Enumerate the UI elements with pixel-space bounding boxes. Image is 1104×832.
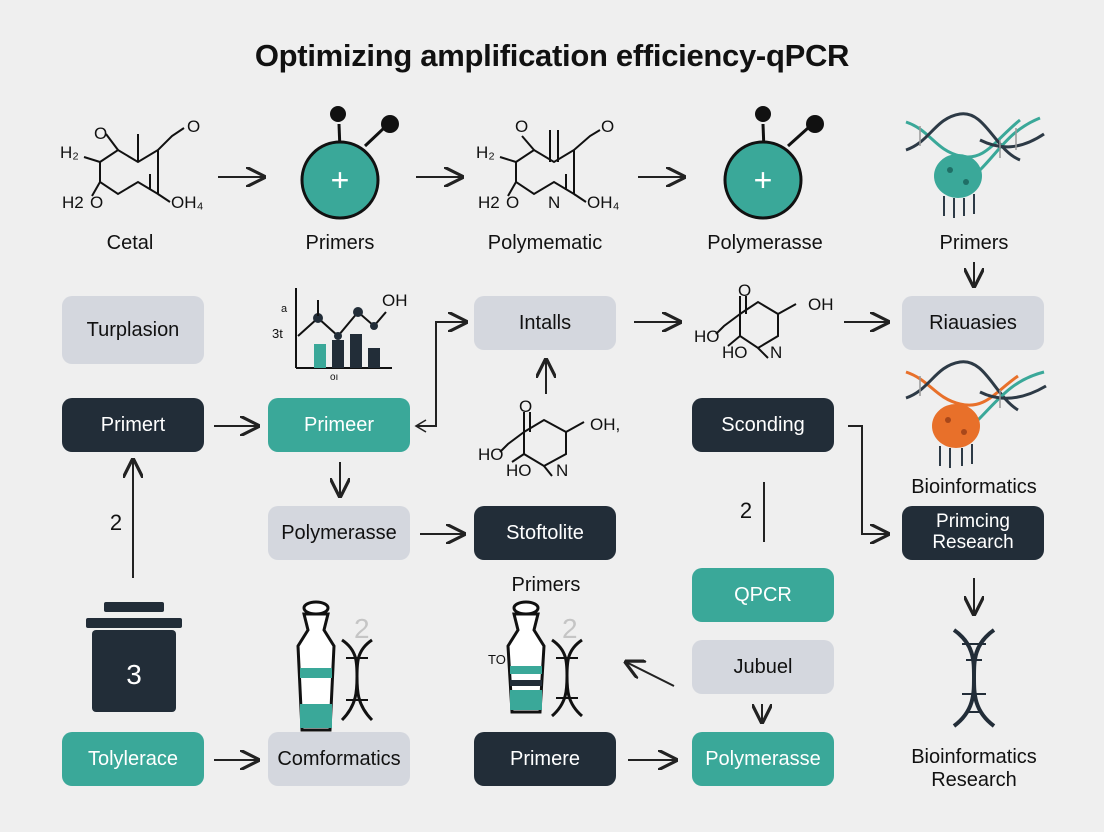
chem3-atom-n: N (770, 343, 782, 362)
chem2-atom-n: N (548, 193, 560, 212)
mini-dot-4 (370, 322, 378, 330)
chem4-atom-ho1: HO (478, 445, 504, 464)
box-sconding: Sconding (692, 398, 834, 452)
chem1-atom-o1: O (90, 193, 103, 212)
box-comformatics: Comformatics (268, 732, 410, 786)
box-primert: Primert (62, 398, 204, 452)
label-polymerasse: Polymerasse (707, 232, 823, 254)
label-primers-2: Primers (939, 232, 1009, 254)
chem2-atom-h2b: H2 (478, 193, 500, 212)
chem2-atom-h2: H₂ (476, 143, 495, 162)
label-polymematic: Polymematic (487, 232, 603, 254)
mini-bar-3 (350, 334, 362, 368)
mini-dot-1 (313, 313, 323, 323)
diagram-title: Optimizing amplification efficiency-qPCR (254, 38, 850, 73)
tube-number-2: 2 (562, 613, 578, 644)
chem3-atom-ho2: HO (722, 343, 748, 362)
chem-structure-1 (83, 127, 185, 203)
label-bioinformatics: Bioinformatics (911, 476, 1037, 498)
box-jubuel: Jubuel (692, 640, 834, 694)
box-qpcr: QPCR (692, 568, 834, 622)
mini-bar-2 (332, 340, 344, 368)
label-primers-mid: Primers (511, 574, 581, 596)
mini-tick-3: oı (330, 372, 338, 383)
mini-dot-3 (353, 307, 363, 317)
box-tolylerace: Tolylerace (62, 732, 204, 786)
label-bioinformatics-research: Bioinformatics Research (911, 746, 1037, 791)
box-stoftolite: Stoftolite (474, 506, 616, 560)
label-primers-1: Primers (305, 232, 375, 254)
chem-structure-3 (715, 296, 797, 359)
box-polymerasse-bottom: Polymerasse (692, 732, 834, 786)
chem4-atom-oh: OH, (590, 415, 620, 434)
primers-icon (300, 106, 399, 220)
chem3-atom-ho1: HO (694, 327, 720, 346)
tube-dna-icon-1 (296, 600, 374, 732)
chem1-atom-h2: H₂ (60, 143, 79, 162)
chem1-atom-o2: O (187, 117, 200, 136)
polymerase-icon (723, 106, 824, 220)
tube-number-1: 2 (354, 613, 370, 644)
mini-dot-2 (334, 332, 342, 340)
number-two-mid: 2 (739, 498, 753, 523)
box-primeer: Primeer (268, 398, 410, 452)
chem2-atom-o: O (506, 193, 519, 212)
box-intalls: Intalls (474, 296, 616, 350)
label-cetal: Cetal (106, 232, 154, 254)
box-turplasion: Turplasion (62, 296, 204, 364)
chem4-atom-n: N (556, 461, 568, 480)
tube-dna-icon-2 (506, 600, 584, 718)
to-label: TO (488, 652, 506, 667)
weight-icon (86, 602, 182, 712)
chem-structure-2 (499, 129, 601, 203)
chem1-atom-oh: OH₄ (171, 193, 204, 212)
mini-atom-oh: OH (382, 291, 408, 310)
box-primere: Primere (474, 732, 616, 786)
box-polymerasse-mid: Polymerasse (268, 506, 410, 560)
mini-tick-2: 3t (272, 326, 283, 341)
polymerase-plus: + (754, 162, 773, 198)
chem2-atom-oh: OH₄ (587, 193, 620, 212)
box-primcing-research: Primcing Research (902, 506, 1044, 560)
mini-bar-4 (368, 348, 380, 368)
svg-text:O: O (601, 117, 614, 136)
number-two-left: 2 (109, 510, 123, 535)
primers-plus: + (331, 162, 350, 198)
chem-structure-4 (499, 412, 585, 477)
svg-text:O: O (94, 124, 107, 143)
dna-helix-icon (952, 628, 996, 728)
weight-number: 3 (126, 659, 142, 690)
chem4-atom-ho2: HO (506, 461, 532, 480)
chem4-atom-o: O (519, 397, 532, 416)
svg-text:O: O (515, 117, 528, 136)
chem3-atom-o: O (738, 281, 751, 300)
chem3-atom-oh: OH (808, 295, 834, 314)
dna-microbe-icon-orange (905, 360, 1047, 468)
box-riauasies: Riauasies (902, 296, 1044, 350)
mini-bar-1 (314, 344, 326, 368)
dna-microbe-icon-teal (905, 112, 1045, 218)
chem1-atom-h2b: H2 (62, 193, 84, 212)
mini-tick-1: a (281, 303, 288, 315)
